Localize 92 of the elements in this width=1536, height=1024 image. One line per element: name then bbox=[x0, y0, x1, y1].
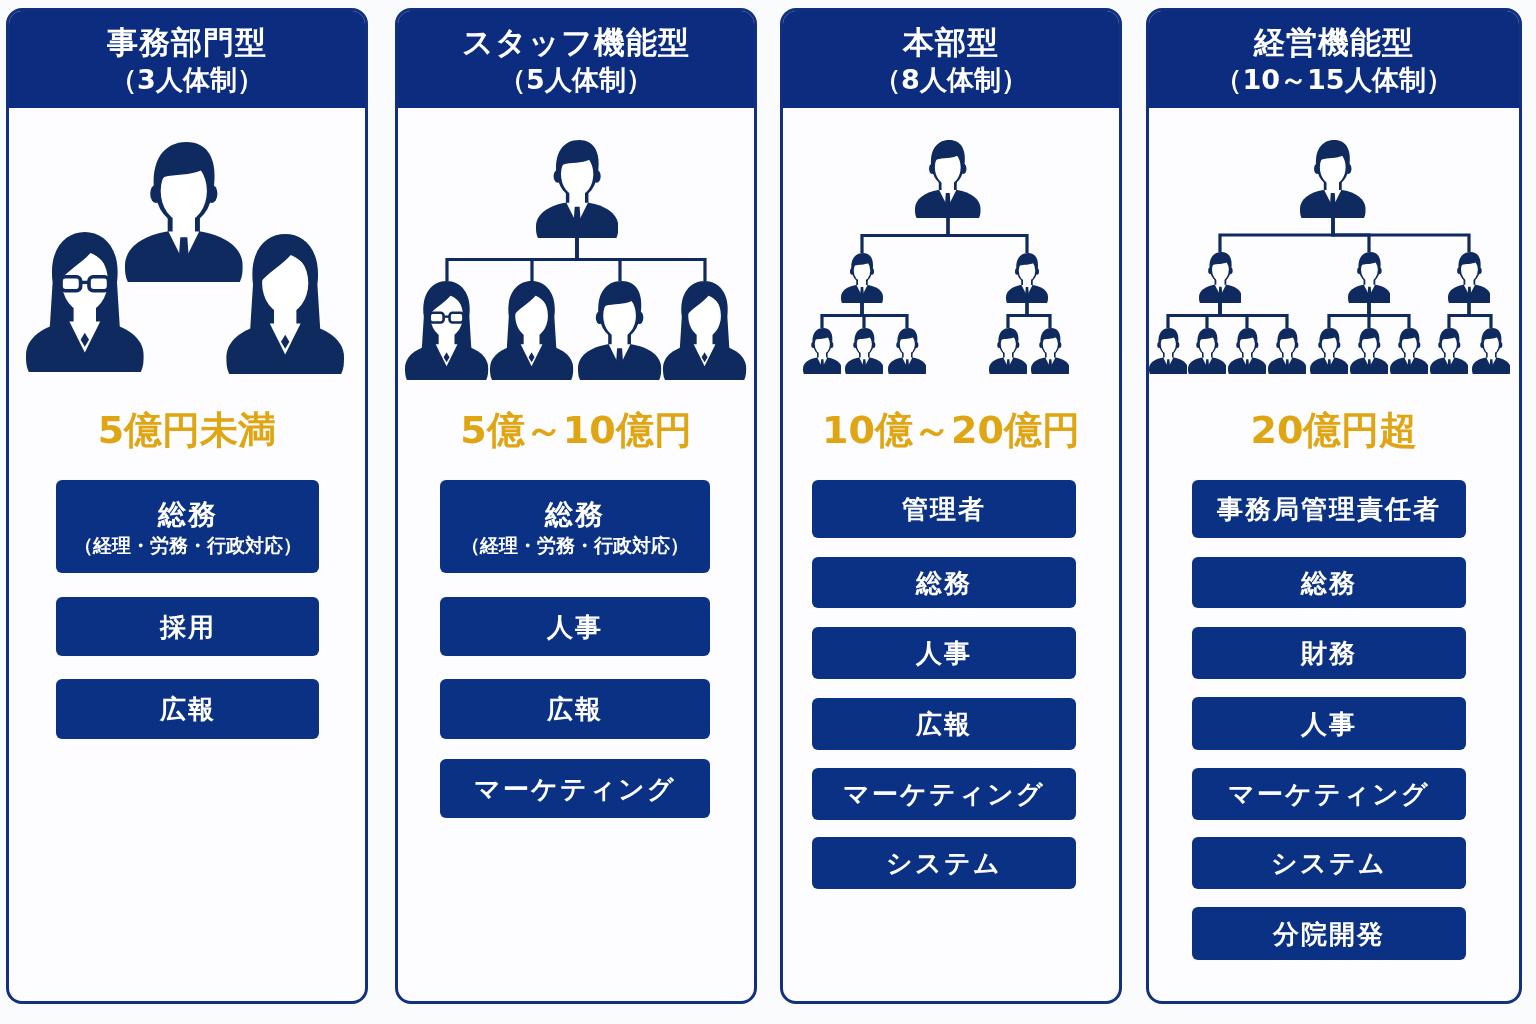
role-box bbox=[1192, 627, 1466, 679]
person-icon bbox=[1149, 328, 1188, 374]
role-box bbox=[1192, 837, 1466, 889]
role-box bbox=[1192, 697, 1466, 750]
column-panel bbox=[395, 8, 757, 1004]
person-icon bbox=[1389, 328, 1429, 374]
role-box bbox=[440, 597, 710, 656]
role-label: 財務 bbox=[1301, 637, 1357, 669]
connector-line bbox=[1218, 303, 1289, 328]
revenue-label: 20億円超 bbox=[1250, 408, 1418, 452]
connector-line bbox=[946, 218, 1029, 253]
person-icon bbox=[802, 328, 842, 374]
panel-title: スタッフ機能型 bbox=[462, 24, 690, 60]
panel-title: 本部型 bbox=[903, 24, 999, 60]
column-panel bbox=[1146, 8, 1522, 1004]
column-panel bbox=[6, 8, 368, 1004]
role-box bbox=[56, 480, 319, 573]
person-icon bbox=[1006, 253, 1048, 303]
person-icon bbox=[841, 253, 883, 303]
revenue-label: 5億円未満 bbox=[97, 408, 277, 452]
connector-line bbox=[1331, 218, 1471, 252]
role-label: 採用 bbox=[159, 610, 216, 643]
role-label: 分院開発 bbox=[1273, 917, 1385, 950]
person-icon bbox=[1267, 328, 1307, 374]
role-box bbox=[440, 759, 710, 818]
role-label: 人事 bbox=[547, 610, 603, 643]
role-label: 広報 bbox=[159, 693, 216, 725]
role-box bbox=[812, 698, 1076, 750]
panel-subtitle: （5人体制） bbox=[499, 64, 653, 96]
role-label: 総務 bbox=[1301, 566, 1357, 599]
person-icon bbox=[405, 281, 489, 380]
person-icon bbox=[1429, 328, 1469, 374]
panel-subtitle: （8人体制） bbox=[874, 64, 1028, 96]
panel-title: 経営機能型 bbox=[1254, 24, 1414, 60]
revenue-label: 5億～10億円 bbox=[460, 408, 692, 452]
person-icon bbox=[1198, 252, 1242, 303]
person-icon bbox=[988, 328, 1028, 374]
role-box bbox=[440, 679, 710, 739]
role-label: マーケティング bbox=[1228, 778, 1430, 810]
role-label: 広報 bbox=[547, 693, 603, 725]
column-panel bbox=[780, 8, 1122, 1004]
person-icon bbox=[1309, 328, 1349, 374]
person-icon bbox=[1187, 328, 1227, 374]
role-box bbox=[1192, 768, 1466, 820]
role-box bbox=[812, 480, 1076, 538]
role-box bbox=[1192, 557, 1466, 608]
person-icon bbox=[915, 140, 981, 218]
role-label: マーケティング bbox=[474, 772, 676, 805]
person-icon bbox=[1447, 252, 1491, 303]
role-label: システム bbox=[886, 847, 1002, 879]
person-icon bbox=[578, 281, 662, 380]
role-box bbox=[812, 627, 1076, 679]
person-icon bbox=[1349, 328, 1389, 374]
person-icon bbox=[844, 328, 884, 374]
role-label: マーケティング bbox=[843, 778, 1045, 810]
person-icon bbox=[1300, 140, 1366, 218]
panel-title: 事務部門型 bbox=[107, 24, 267, 60]
role-label: 総務 bbox=[545, 496, 605, 533]
role-box bbox=[1192, 907, 1466, 960]
role-box bbox=[56, 597, 319, 656]
role-label: 事務局管理責任者 bbox=[1217, 493, 1441, 525]
role-label: 人事 bbox=[916, 637, 972, 669]
connector-line bbox=[1367, 303, 1411, 328]
person-icon bbox=[1347, 252, 1391, 303]
role-label: 総務 bbox=[157, 496, 218, 533]
person-icon bbox=[887, 328, 927, 374]
person-icon bbox=[1227, 328, 1267, 374]
person-icon bbox=[1471, 328, 1511, 374]
connector-line bbox=[860, 303, 909, 328]
role-box bbox=[812, 557, 1076, 608]
role-label: 広報 bbox=[916, 708, 972, 740]
panel-subtitle: （3人体制） bbox=[110, 64, 264, 96]
role-detail: （経理・労務・行政対応） bbox=[73, 532, 302, 557]
role-box bbox=[1192, 480, 1466, 538]
role-box bbox=[440, 480, 710, 573]
person-icon bbox=[663, 281, 747, 380]
connector-line bbox=[1025, 303, 1052, 328]
role-box bbox=[56, 679, 319, 739]
connector-line bbox=[575, 238, 707, 281]
role-detail: （経理・労務・行政対応） bbox=[461, 532, 689, 557]
revenue-label: 10億～20億円 bbox=[822, 408, 1080, 452]
panel-subtitle: （10～15人体制） bbox=[1215, 64, 1453, 96]
role-label: 管理者 bbox=[902, 493, 986, 525]
person-icon bbox=[490, 281, 574, 380]
role-label: 総務 bbox=[916, 566, 972, 599]
role-box bbox=[812, 837, 1076, 889]
person-icon bbox=[535, 140, 619, 238]
connector-line bbox=[1467, 303, 1493, 328]
role-label: 人事 bbox=[1301, 707, 1357, 740]
role-label: システム bbox=[1271, 847, 1387, 879]
role-box bbox=[812, 768, 1076, 820]
person-icon bbox=[1030, 328, 1070, 374]
